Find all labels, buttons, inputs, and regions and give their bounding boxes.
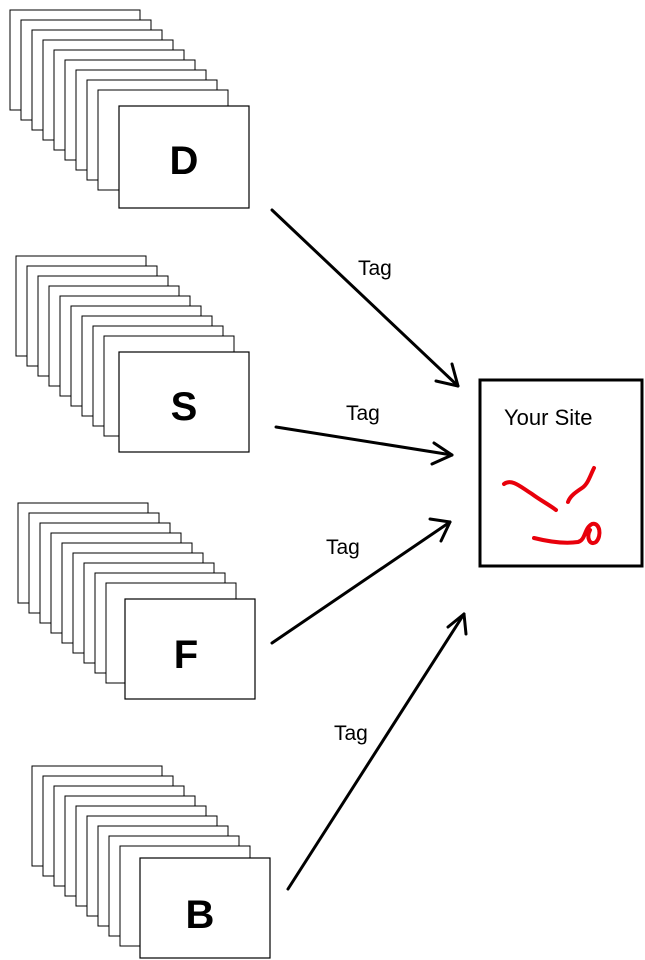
stack-s-letter: S <box>171 385 198 429</box>
stack-d-front-card <box>118 105 250 209</box>
stack-b-cards <box>31 765 271 959</box>
stack-s: S <box>15 255 250 453</box>
stack-s-front-card <box>118 351 250 453</box>
arrow-f-to-site: Tag <box>270 517 452 645</box>
arrow-d-tag-label: Tag <box>358 257 392 280</box>
arrow-d-to-site: Tag <box>270 208 460 388</box>
your-site-title: Your Site <box>504 405 592 430</box>
stack-b-front-card <box>139 857 271 959</box>
stack-s-cards <box>15 255 250 453</box>
red-scribble <box>502 466 602 545</box>
arrow-s-tag-label: Tag <box>346 402 380 425</box>
arrow-f-tag-label: Tag <box>326 536 360 559</box>
stack-d-cards <box>9 9 250 209</box>
your-site-box: Your Site <box>478 378 644 568</box>
arrow-b-to-site: Tag <box>286 612 468 891</box>
stack-b-letter: B <box>186 893 215 937</box>
stack-b: B <box>31 765 271 959</box>
arrow-s-to-site: Tag <box>274 402 454 466</box>
stack-f-front-card <box>124 598 256 700</box>
stack-f-letter: F <box>174 633 198 677</box>
stack-f-cards <box>17 502 256 700</box>
stack-d-letter: D <box>170 139 199 183</box>
arrow-b-tag-label: Tag <box>334 722 368 745</box>
stack-f: F <box>17 502 256 700</box>
stack-d: D <box>9 9 250 209</box>
